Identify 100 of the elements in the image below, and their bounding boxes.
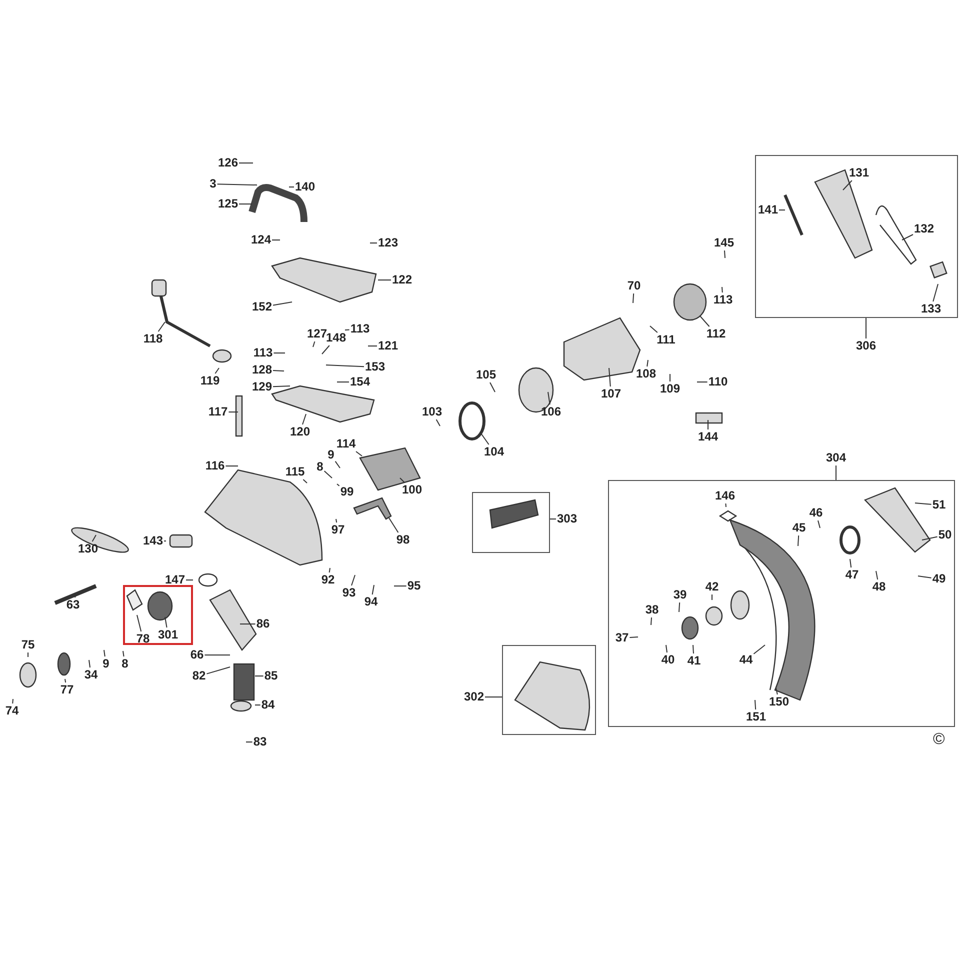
leader-line	[322, 345, 330, 354]
callout-number: 121	[378, 340, 398, 352]
callout-number: 38	[645, 604, 659, 616]
leader-line	[302, 414, 306, 425]
callout-number: 8	[122, 658, 128, 670]
callout-number: 115	[285, 466, 305, 478]
callout-number: 111	[656, 334, 676, 346]
leader-line	[650, 326, 658, 333]
callout-number: 306	[856, 340, 876, 352]
leader-line	[632, 293, 634, 304]
callout-number: 107	[600, 388, 622, 400]
leader-line	[64, 678, 66, 683]
callout-number: 122	[392, 274, 412, 286]
leader-line	[334, 460, 340, 468]
part-group-box	[472, 492, 550, 553]
leader-line	[273, 352, 286, 354]
callout-number: 85	[264, 670, 278, 682]
leader-line	[356, 451, 362, 456]
leader-line	[798, 535, 800, 546]
callout-number: 44	[739, 654, 753, 666]
callout-number: 304	[826, 452, 846, 464]
leader-line	[480, 432, 490, 445]
leader-line	[206, 666, 230, 674]
leader-line	[238, 162, 254, 164]
callout-number: 100	[402, 484, 422, 496]
callout-number: 109	[660, 382, 680, 396]
callout-number: 37	[615, 632, 629, 644]
leader-line	[922, 536, 938, 540]
callout-number: 97	[331, 524, 345, 536]
leader-line	[678, 602, 680, 612]
callout-number: 130	[78, 542, 98, 556]
leader-line	[370, 242, 378, 244]
callout-number: 41	[687, 654, 701, 668]
callout-number: 128	[252, 364, 272, 376]
leader-line	[724, 250, 726, 258]
callout-number: 105	[476, 368, 496, 382]
leader-line	[336, 484, 340, 486]
leader-line	[302, 479, 308, 484]
callout-number: 110	[708, 376, 728, 388]
callout-number: 145	[714, 236, 734, 250]
leader-line	[725, 503, 726, 508]
callout-number: 94	[364, 596, 378, 608]
leader-line	[754, 700, 756, 710]
callout-number: 112	[706, 328, 726, 340]
leader-line	[722, 286, 723, 293]
callout-number: 8	[316, 460, 324, 474]
callout-number: 74	[5, 704, 19, 718]
callout-number: 46	[809, 506, 823, 520]
leader-line	[490, 382, 496, 392]
callout-number: 34	[84, 668, 98, 682]
leader-line	[164, 540, 166, 542]
copyright-mark: ©	[933, 731, 945, 749]
callout-number: 154	[350, 376, 370, 388]
leader-line	[918, 576, 932, 578]
leader-line	[254, 704, 261, 706]
callout-number: 45	[792, 522, 806, 534]
part-group-box	[608, 480, 955, 727]
callout-number: 51	[932, 498, 946, 512]
callout-number: 93	[342, 586, 356, 600]
callout-number: 152	[252, 300, 272, 314]
leader-line	[372, 584, 374, 595]
leader-line	[204, 654, 230, 656]
callout-number: 83	[253, 736, 267, 748]
leader-line	[388, 518, 399, 533]
part-group-box	[755, 155, 958, 318]
callout-number: 95	[407, 580, 421, 592]
leader-line	[122, 650, 124, 657]
callout-number: 50	[938, 528, 952, 542]
callout-number: 146	[714, 490, 736, 502]
callout-number: 127	[306, 328, 328, 340]
leader-line	[436, 419, 440, 426]
leader-line	[646, 360, 648, 367]
callout-number: 124	[250, 234, 272, 246]
callout-number: 75	[21, 638, 35, 652]
part-group-box	[502, 645, 596, 735]
leader-line	[12, 698, 14, 704]
callout-number: 144	[698, 430, 718, 444]
callout-number: 113	[253, 346, 273, 360]
leader-line	[344, 329, 350, 330]
callout-number: 123	[378, 236, 398, 250]
callout-number: 117	[208, 406, 228, 418]
callout-number: 99	[340, 486, 354, 498]
callout-number: 3	[210, 178, 216, 190]
callout-number: 48	[872, 580, 886, 594]
leader-line	[914, 502, 932, 505]
callout-number: 131	[848, 166, 870, 180]
part-group-box	[123, 585, 193, 645]
callout-number: 126	[218, 156, 238, 170]
callout-number: 47	[845, 568, 859, 582]
callout-number: 113	[713, 294, 733, 306]
leader-line	[336, 518, 338, 523]
leader-line	[776, 688, 778, 695]
callout-number: 118	[143, 332, 163, 346]
leader-line	[214, 368, 220, 374]
callout-number: 140	[294, 180, 316, 194]
callout-number: 303	[556, 512, 578, 526]
callout-number: 66	[190, 648, 204, 662]
leader-line	[550, 518, 556, 520]
leader-line	[272, 386, 290, 388]
leader-line	[400, 478, 405, 483]
